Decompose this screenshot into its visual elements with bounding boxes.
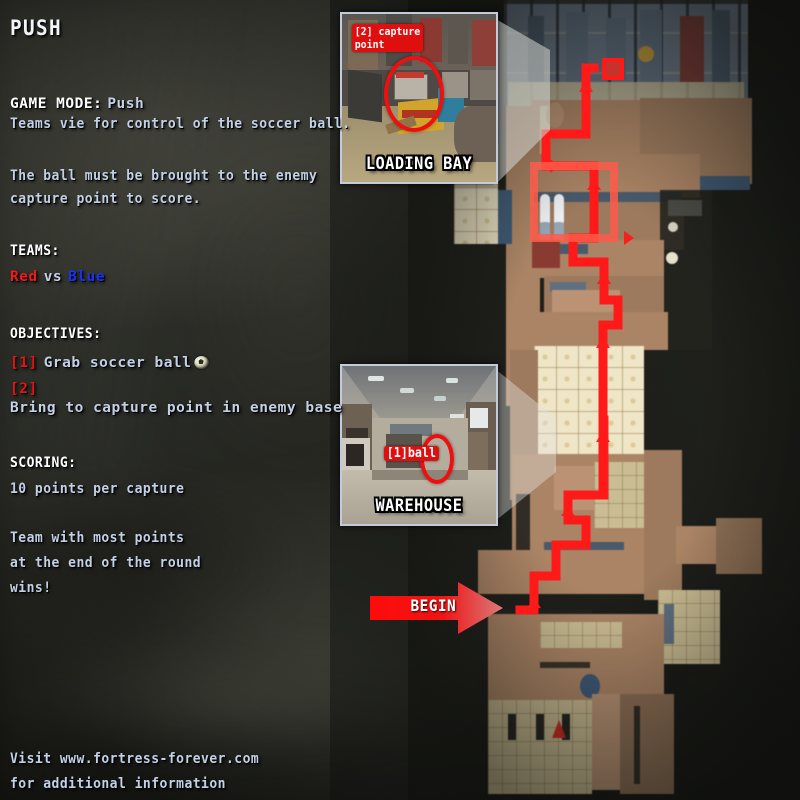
team-red-label: Red <box>10 269 38 285</box>
objective-1-row: [1] Grab soccer ball <box>10 352 210 371</box>
game-mode-description-line-1: Teams vie for control of the soccer ball… <box>10 116 351 132</box>
objective-1-text: Grab soccer ball <box>43 355 192 371</box>
win-condition-line-1: Team with most points <box>10 530 185 546</box>
ball-rule-line-2: capture point to score. <box>10 191 202 207</box>
begin-label: BEGIN <box>410 596 457 615</box>
page-title: PUSH <box>10 16 63 40</box>
inset-loading-bay[interactable]: [2] capture point LOADING BAY <box>340 12 498 184</box>
win-condition-line-2: at the end of the round <box>10 555 202 571</box>
objective-2-text: Bring to capture point in enemy base <box>10 400 343 416</box>
capture-point-marker-label: [2] capture point <box>352 24 423 52</box>
ball-rule-line-1: The ball must be brought to the enemy <box>10 168 318 184</box>
win-condition-line-3: wins! <box>10 580 52 596</box>
scoring-label: SCORING: <box>10 455 77 471</box>
map-geometry <box>454 0 762 800</box>
versus-label: vs <box>43 269 63 285</box>
game-mode-label: GAME MODE: <box>10 96 103 112</box>
footer-info-line: for additional information <box>10 776 226 792</box>
capture-point-highlight-circle <box>384 56 444 132</box>
scoring-value: 10 points per capture <box>10 481 185 497</box>
teams-label: TEAMS: <box>10 243 60 259</box>
inset-warehouse[interactable]: [1]ball WAREHOUSE <box>340 364 498 526</box>
team-blue-label: Blue <box>68 269 106 285</box>
footer-website-line[interactable]: Visit www.fortress-forever.com <box>10 751 260 767</box>
game-mode-value: Push <box>107 96 145 112</box>
objective-2-row: [2] Bring to capture point in enemy base <box>10 378 342 416</box>
objective-2-tag: [2] <box>10 381 38 397</box>
inset-loading-bay-caption: LOADING BAY <box>365 154 473 174</box>
begin-arrow: BEGIN <box>370 582 504 634</box>
soccer-ball-icon <box>194 356 210 369</box>
inset-warehouse-caption: WAREHOUSE <box>375 496 463 516</box>
ball-marker-label: [1]ball <box>384 446 439 461</box>
objective-1-tag: [1] <box>10 355 38 371</box>
objectives-label: OBJECTIVES: <box>10 326 102 342</box>
briefing-text-column: PUSH GAME MODE:Push Teams vie for contro… <box>8 0 350 800</box>
